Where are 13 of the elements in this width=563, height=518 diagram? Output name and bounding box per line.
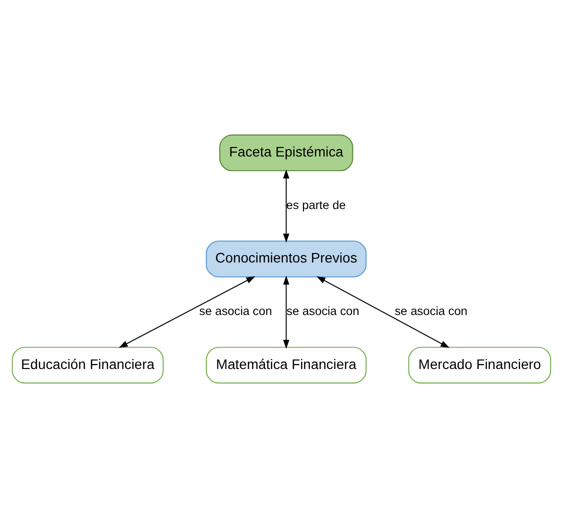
- arrow: [283, 170, 290, 243]
- node-box: Conocimientos Previos: [206, 240, 367, 278]
- node-box: Faceta Epistémica: [219, 134, 354, 172]
- node-box: Mercado Financiero: [408, 346, 552, 384]
- edge-label: se asocia con: [394, 304, 468, 318]
- edge-label: se asocia con: [199, 304, 272, 318]
- node-box: Matemática Financiera: [206, 346, 367, 384]
- edge-label: se asocia con: [286, 304, 360, 318]
- arrow: [316, 276, 450, 348]
- arrow: [118, 276, 256, 348]
- edge-label: es parte de: [286, 198, 346, 212]
- arrow: [283, 276, 290, 349]
- node-box: Educación Financiera: [12, 346, 164, 384]
